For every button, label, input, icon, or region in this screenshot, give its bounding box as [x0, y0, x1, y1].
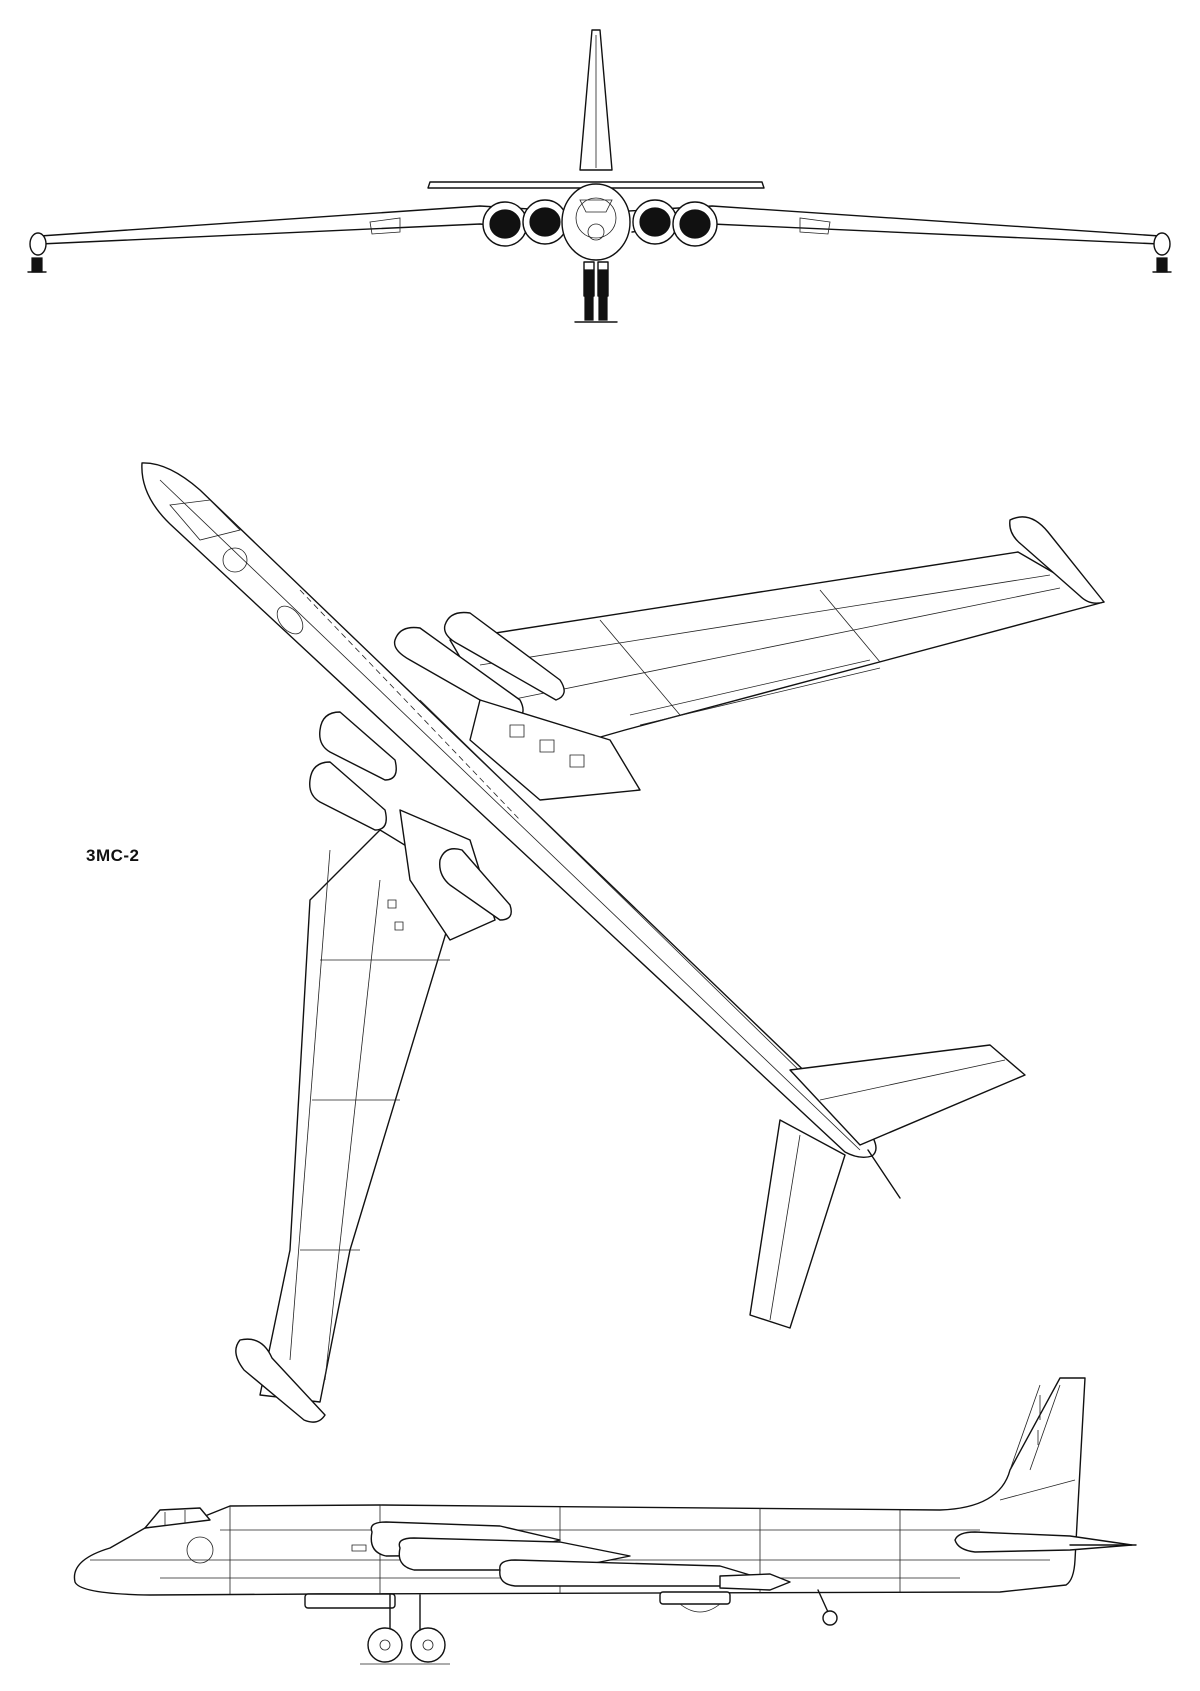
side-tail-stabilizer — [955, 1532, 1132, 1552]
top-engines-lower — [310, 712, 512, 940]
top-stabilizer-left — [750, 1120, 845, 1328]
top-stabilizer-right — [790, 1045, 1025, 1145]
front-vertical-fin — [580, 30, 612, 170]
top-wingtip-pod-left — [236, 1339, 325, 1422]
front-view — [28, 30, 1171, 322]
front-horizontal-stabilizer — [428, 182, 764, 188]
top-engines-upper — [395, 613, 640, 801]
front-main-gear — [575, 262, 617, 322]
side-engines — [371, 1522, 790, 1590]
top-wing-left — [260, 830, 462, 1402]
front-engines-left — [483, 200, 567, 246]
front-fuselage — [562, 184, 630, 260]
top-wingtip-pod-right — [1010, 517, 1104, 603]
front-wingtip-gear-left — [28, 233, 46, 272]
front-engines-right — [633, 200, 717, 246]
side-canopy — [145, 1508, 210, 1528]
side-view — [74, 1378, 1136, 1664]
variant-label: 3MC-2 — [86, 846, 140, 865]
top-fuselage — [142, 463, 876, 1157]
side-main-gear — [368, 1595, 445, 1662]
front-wingtip-gear-right — [1153, 233, 1171, 272]
side-tail-gear — [818, 1590, 837, 1625]
top-view — [142, 463, 1104, 1422]
